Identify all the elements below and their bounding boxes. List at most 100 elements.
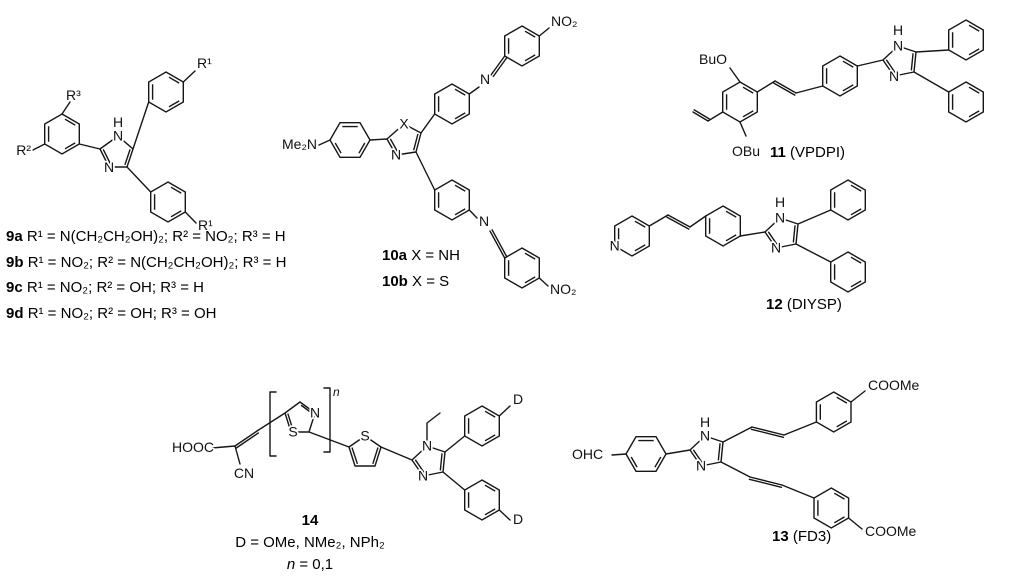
repeat-index-n: n xyxy=(333,385,340,399)
structure-9-drawing: R² R³ H N N R¹ R¹ xyxy=(14,53,214,235)
double-bond-lines xyxy=(666,214,796,246)
atom-label-thiazole-s: S xyxy=(288,424,297,440)
bond-skeleton xyxy=(318,27,550,287)
caption-9a: 9a R¹ = N(CH₂CH₂OH)₂; R² = NO₂; R³ = H xyxy=(6,224,286,250)
caption-variable: n xyxy=(286,556,296,573)
atom-label-nh-h: H xyxy=(893,22,903,38)
benzene-ring xyxy=(948,19,984,61)
benzene-ring xyxy=(813,487,850,529)
atom-label-n1: N xyxy=(422,438,432,454)
atom-label-nh-h: H xyxy=(700,414,710,430)
substituent-cn: CN xyxy=(234,465,254,481)
pyridine-ring xyxy=(614,215,650,257)
atom-label-r3: R³ xyxy=(66,87,81,103)
substituent-no2-top: NO₂ xyxy=(551,13,577,29)
double-bond-lines xyxy=(389,55,508,259)
double-bond-lines xyxy=(102,149,131,165)
benzene-ring xyxy=(822,55,858,97)
atom-label-r1-bottom: R¹ xyxy=(198,217,213,233)
caption-14-n-values: n = 0,1 xyxy=(195,554,425,576)
atom-label-n3: N xyxy=(418,468,428,484)
caption-text: (DIYSP) xyxy=(782,296,842,313)
substituent-d-top: D xyxy=(513,391,523,407)
caption-text: X = NH xyxy=(411,247,460,264)
bond-skeleton xyxy=(648,209,832,263)
caption-text: X = S xyxy=(412,272,450,290)
structure-14-captions: 14 D = OMe, NMe₂, NPh₂ n = 0,1 xyxy=(195,510,425,576)
structure-10-drawing: Me₂N X N N N NO₂ NO₂ xyxy=(280,11,579,299)
structure-14-drawing: HOOC CN N S n S N N D D xyxy=(170,383,525,529)
caption-text: R¹ = N(CH₂CH₂OH)₂; R² = NO₂; R³ = H xyxy=(26,228,286,245)
caption-text: D = OMe, NMe₂, NPh₂ xyxy=(235,534,385,551)
repeat-brackets xyxy=(269,387,331,457)
compound-id: 9a xyxy=(6,228,23,245)
compound-id: 9d xyxy=(6,304,24,322)
benzene-ring xyxy=(504,25,540,67)
compound-id: 14 xyxy=(301,512,319,529)
atom-label-imine-n-top: N xyxy=(480,71,490,87)
substituent-buo: BuO xyxy=(699,51,727,67)
atom-label-x: X xyxy=(399,116,409,132)
substituent-no2-bottom: NO₂ xyxy=(550,281,576,297)
bond-skeleton xyxy=(211,401,511,521)
compound-id: 9c xyxy=(6,279,23,296)
atom-label-r2: R² xyxy=(16,142,31,158)
structure-10-captions: 10a X = NH 10b X = S xyxy=(382,243,460,294)
atom-label-n3: N xyxy=(696,458,706,474)
compound-id: 10a xyxy=(382,247,408,264)
benzene-ring xyxy=(815,391,852,433)
atom-label-n-ring: N xyxy=(391,147,401,163)
atom-label-n3: N xyxy=(104,159,114,175)
compound-id: 11 xyxy=(770,144,786,161)
atom-label-n3: N xyxy=(771,240,781,256)
bond-skeleton xyxy=(707,45,950,137)
benzene-ring xyxy=(329,121,371,159)
bond-skeleton xyxy=(32,70,197,224)
atom-label-nh-h: H xyxy=(113,114,123,130)
atom-label-thiophene-s: S xyxy=(360,428,369,444)
compound-id: 12 xyxy=(766,296,783,313)
compound-id: 10b xyxy=(382,272,408,290)
atom-label-nh-h: H xyxy=(775,194,785,210)
atom-label-r1-top: R¹ xyxy=(197,55,212,71)
benzene-ring xyxy=(434,83,470,125)
benzene-ring xyxy=(830,179,866,221)
structure-13-caption: 13 (FD3) xyxy=(772,524,831,549)
atom-label-thiazole-n: N xyxy=(310,405,320,421)
atom-label-n1: N xyxy=(775,210,785,226)
caption-text: (FD3) xyxy=(788,528,832,545)
substituent-coome-bottom: COOMe xyxy=(865,523,917,539)
structure-12-drawing: N H N N xyxy=(608,179,866,293)
atom-label-n1: N xyxy=(893,38,903,54)
atom-label-n1: N xyxy=(113,128,123,144)
benzene-ring xyxy=(705,205,741,247)
caption-text: (VPDPI) xyxy=(785,144,846,161)
atom-label-n1: N xyxy=(700,428,710,444)
substituent-obu: OBu xyxy=(732,143,760,159)
bond-skeleton xyxy=(611,390,866,530)
benzene-ring xyxy=(504,247,540,289)
structure-9-captions: 9a R¹ = N(CH₂CH₂OH)₂; R² = NO₂; R³ = H 9… xyxy=(6,224,286,326)
caption-text: R¹ = NO₂; R² = OH; R³ = H xyxy=(26,279,204,296)
structure-11-caption: 11 (VPDPI) xyxy=(770,140,845,165)
atom-label-pyridine-n: N xyxy=(610,238,620,254)
substituent-d-bottom: D xyxy=(513,511,523,527)
caption-9d: 9d R¹ = NO₂; R² = OH; R³ = OH xyxy=(6,301,286,327)
benzene-ring xyxy=(44,113,81,155)
caption-10a: 10a X = NH xyxy=(382,243,460,269)
atom-label-n3: N xyxy=(889,68,899,84)
benzene-ring xyxy=(625,436,667,472)
caption-text: R¹ = NO₂; R² = N(CH₂CH₂OH)₂; R³ = H xyxy=(27,253,287,271)
substituent-ohc: OHC xyxy=(572,446,603,462)
compound-id: 9b xyxy=(6,253,24,271)
benzene-ring xyxy=(149,181,187,223)
benzene-ring xyxy=(722,81,758,123)
benzene-ring xyxy=(434,179,470,221)
benzene-ring xyxy=(948,81,984,123)
caption-14-d-definitions: D = OMe, NMe₂, NPh₂ xyxy=(195,532,425,554)
benzene-ring xyxy=(464,405,500,447)
caption-14: 14 xyxy=(195,510,425,532)
caption-10b: 10b X = S xyxy=(382,269,460,295)
caption-text: R¹ = NO₂; R² = OH; R³ = OH xyxy=(27,304,217,322)
